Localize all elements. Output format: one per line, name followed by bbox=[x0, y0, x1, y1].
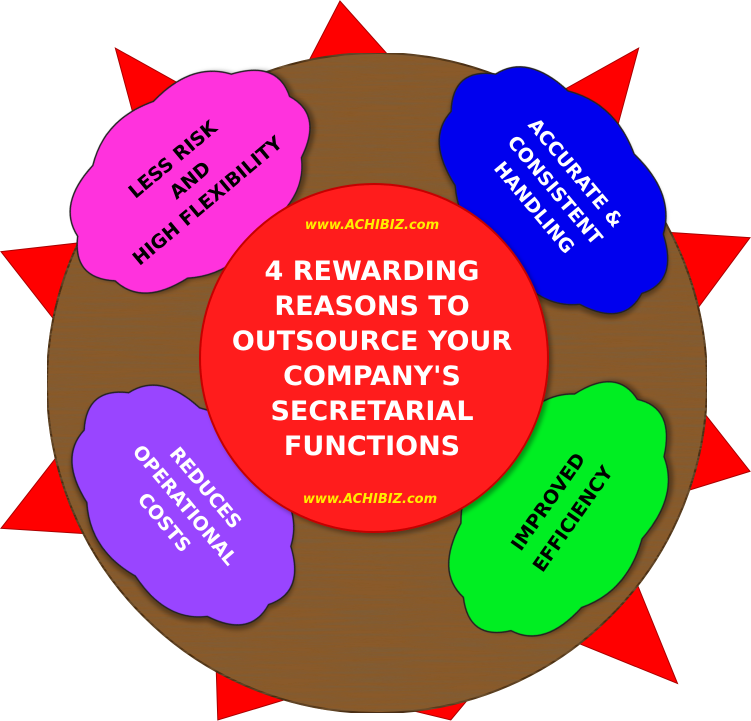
center-title-line: COMPANY'S bbox=[283, 361, 461, 392]
center-title-line: OUTSOURCE YOUR bbox=[232, 326, 513, 357]
center-title-line: SECRETARIAL bbox=[270, 396, 473, 427]
center-title: 4 REWARDING REASONS TO OUTSOURCE YOUR COMPA… bbox=[232, 256, 513, 462]
website-label-bottom: www.ACHIBIZ.com bbox=[303, 492, 437, 507]
center-title-line: FUNCTIONS bbox=[284, 431, 460, 462]
center-circle bbox=[199, 183, 549, 533]
center-title-line: REASONS TO bbox=[274, 291, 469, 322]
website-label-top: www.ACHIBIZ.com bbox=[305, 218, 439, 233]
center-title-line: 4 REWARDING bbox=[265, 256, 480, 287]
